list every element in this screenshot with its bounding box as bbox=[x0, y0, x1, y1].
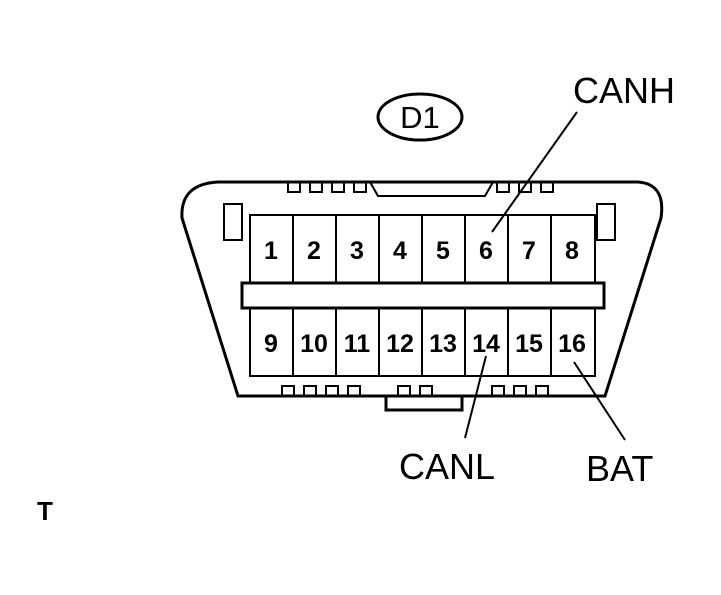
pin-number: 1 bbox=[264, 237, 278, 265]
pin-number: 12 bbox=[386, 330, 414, 358]
bat-leader-line bbox=[573, 361, 626, 441]
pin-number: 13 bbox=[429, 330, 457, 358]
center-separator-bar bbox=[240, 281, 606, 310]
pin-number: 11 bbox=[344, 330, 371, 358]
canl-label: CANL bbox=[399, 446, 495, 487]
connector-id-badge: D1 bbox=[376, 92, 464, 142]
pin-number: 10 bbox=[300, 330, 328, 358]
pin-number: 7 bbox=[522, 237, 536, 265]
pin-number: 5 bbox=[436, 237, 450, 265]
connector-id-oval bbox=[376, 92, 464, 142]
top-serrations bbox=[287, 182, 554, 193]
right-guide-slot bbox=[596, 203, 616, 241]
canh-label: CANH bbox=[573, 70, 675, 111]
pin-cell bbox=[550, 214, 596, 284]
connector-housing bbox=[180, 180, 664, 398]
canh-leader-line bbox=[491, 111, 578, 233]
pin-number: 16 bbox=[558, 330, 586, 358]
bat-label: BAT bbox=[586, 448, 653, 489]
bottom-key-tab bbox=[384, 396, 464, 412]
pin-number: 2 bbox=[307, 237, 321, 265]
pin-number: 3 bbox=[350, 237, 364, 265]
pin-number: 9 bbox=[264, 330, 278, 358]
top-pin-row: 1 2 3 4 5 6 7 8 bbox=[249, 214, 596, 284]
canl-leader-line bbox=[464, 355, 487, 439]
bottom-serrations bbox=[281, 385, 549, 396]
pin-number: 8 bbox=[565, 237, 579, 265]
pin-number: 4 bbox=[393, 237, 407, 265]
pin-number: 6 bbox=[479, 237, 493, 265]
pin-cell bbox=[550, 307, 596, 377]
connector-id-label: D1 bbox=[400, 100, 440, 135]
bottom-pin-row: 9 10 11 12 13 14 15 16 bbox=[249, 307, 596, 377]
top-key-notch bbox=[369, 181, 494, 197]
pin-number: 15 bbox=[515, 330, 543, 358]
left-guide-slot bbox=[223, 203, 243, 241]
corner-mark: T bbox=[37, 496, 53, 526]
pin-number: 14 bbox=[472, 330, 500, 358]
